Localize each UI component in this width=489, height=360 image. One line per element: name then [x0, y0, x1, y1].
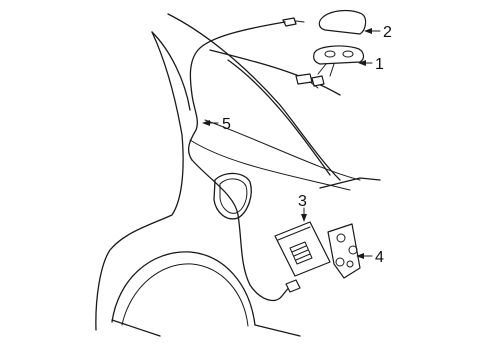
callout-4: 4	[375, 249, 384, 266]
antenna-cable	[187, 17, 305, 302]
callout-1: 1	[375, 56, 384, 73]
callout-2: 2	[383, 24, 392, 41]
control-module	[274, 221, 331, 277]
callout-leaders	[202, 28, 381, 259]
callout-5: 5	[222, 116, 231, 133]
callout-3: 3	[298, 193, 307, 210]
mounting-bracket	[327, 223, 361, 279]
antenna-base	[295, 45, 365, 89]
vehicle-body-outline	[95, 13, 381, 337]
antenna-cover	[318, 9, 367, 35]
